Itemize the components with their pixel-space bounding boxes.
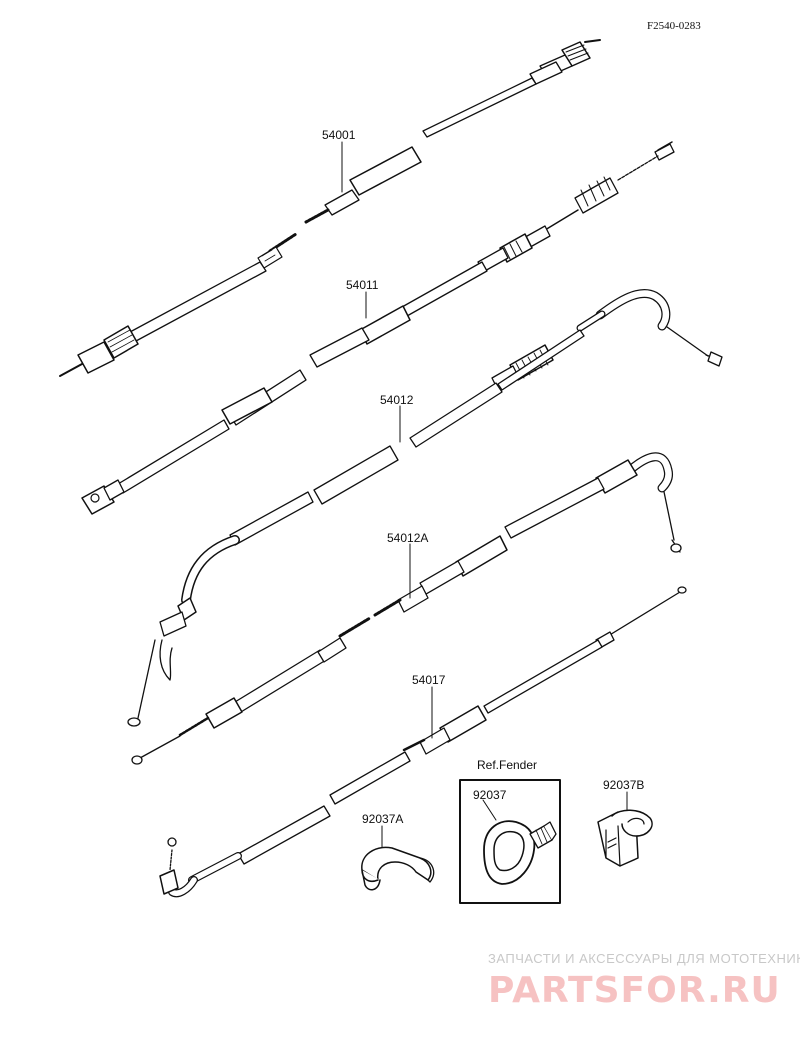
cable-54017[interactable] (159, 586, 687, 898)
watermark-logo: PARTSFOR.RU (488, 970, 781, 1011)
label-92037B: 92037B (603, 778, 644, 792)
watermark-tagline: ЗАПЧАСТИ И АКСЕССУАРЫ ДЛЯ МОТОТЕХНИКИ (488, 951, 800, 966)
label-92037: 92037 (473, 788, 507, 802)
cable-54001[interactable] (59, 39, 601, 377)
label-54017: 54017 (412, 673, 446, 687)
label-54012: 54012 (380, 393, 414, 407)
clamp-92037A[interactable] (361, 846, 435, 891)
label-54001: 54001 (322, 128, 356, 142)
cable-54011[interactable] (81, 141, 675, 515)
label-54011: 54011 (346, 278, 379, 292)
label-54012A: 54012A (387, 531, 428, 545)
cable-54012[interactable] (127, 288, 723, 727)
clamp-92037[interactable] (483, 820, 557, 885)
ref-fender-box (459, 779, 561, 904)
bracket-92037B[interactable] (597, 809, 653, 867)
drawing-code: F2540-0283 (647, 20, 701, 32)
label-92037A: 92037A (362, 812, 403, 826)
cable-54012A[interactable] (131, 452, 682, 765)
label-ref-fender: Ref.Fender (477, 758, 537, 772)
leader-lines (341, 141, 628, 849)
